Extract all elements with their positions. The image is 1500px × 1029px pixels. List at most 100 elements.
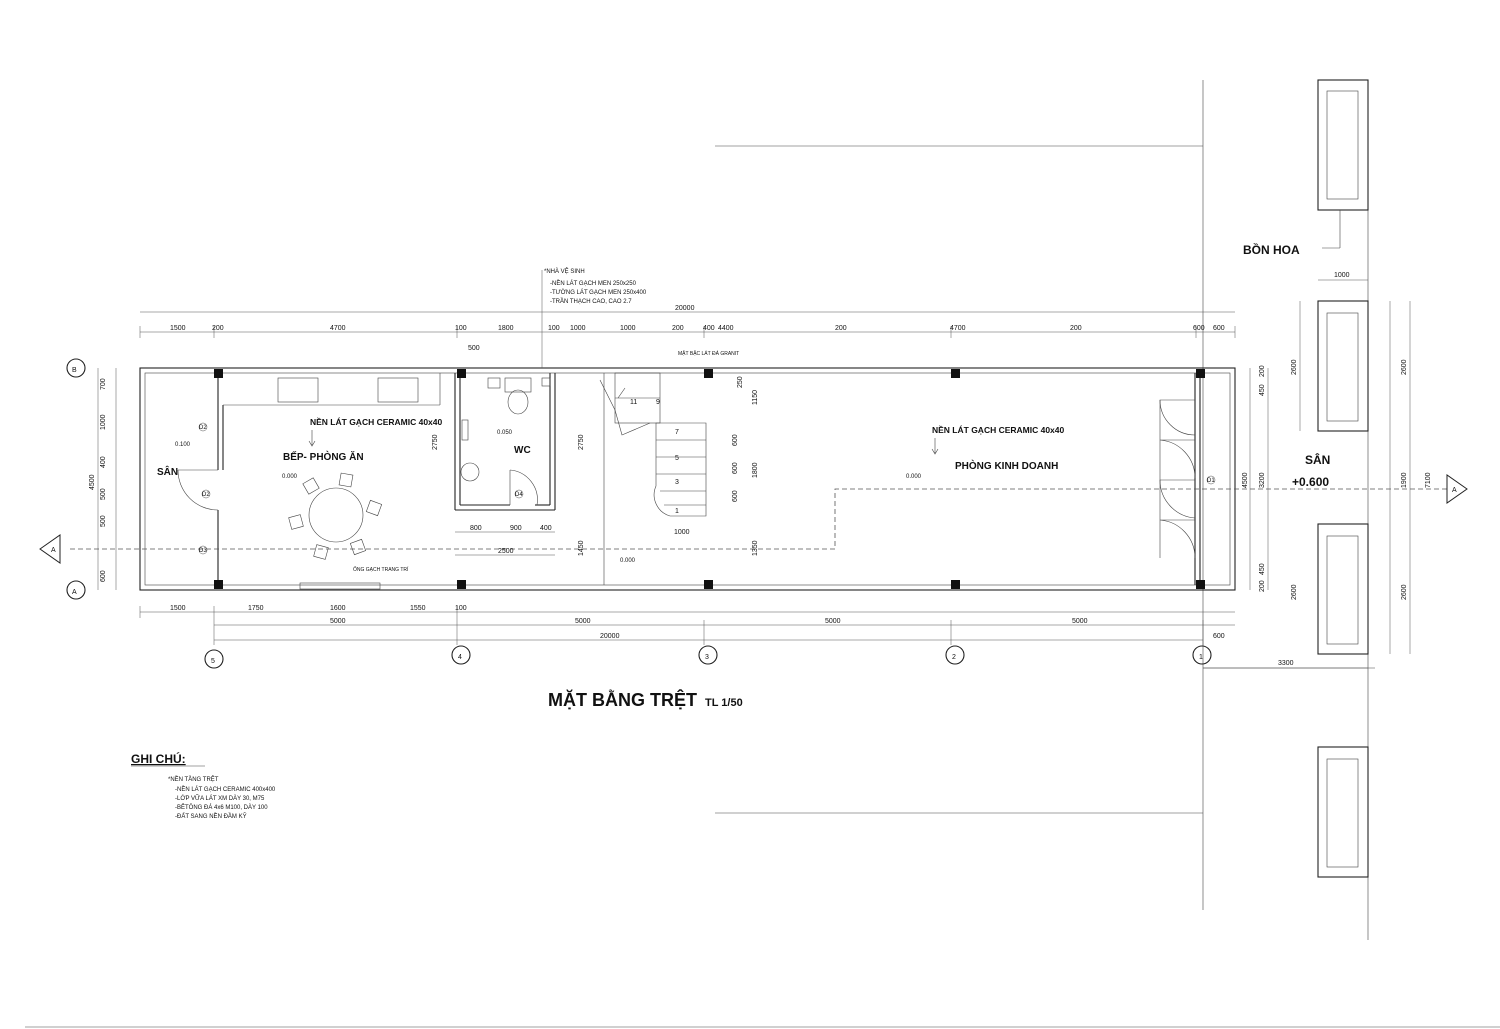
level-stair: 0.000 xyxy=(620,558,636,564)
dim-planter-h1: 2600 xyxy=(1291,359,1298,375)
dim-planter-w: 1000 xyxy=(1334,272,1350,279)
level-wc: 0.050 xyxy=(497,430,513,436)
dim-int-2: 2750 xyxy=(578,434,585,450)
stair-number: 5 xyxy=(675,455,679,462)
dim-top-4: 100 xyxy=(455,325,467,332)
dim-span-3: 5000 xyxy=(825,618,841,625)
section-line xyxy=(70,488,1450,550)
dim-bottom-1: 1500 xyxy=(170,605,186,612)
stair-number: 1 xyxy=(675,508,679,515)
drawing-scale: TL 1/50 xyxy=(705,697,743,709)
dim-stair-1: 1150 xyxy=(752,390,759,405)
dim-top-7: 1000 xyxy=(570,325,586,332)
wc-fixtures xyxy=(460,377,551,482)
dim-span-1: 5000 xyxy=(330,618,346,625)
dim-wc-btotal: 2500 xyxy=(498,548,514,555)
dim-right-total: 4500 xyxy=(1242,472,1249,488)
dim-planter-h5: 2600 xyxy=(1291,584,1298,600)
door-mark: D4 xyxy=(515,492,523,498)
dim-bottom-2: 1750 xyxy=(248,605,264,612)
dim-wc-b1: 800 xyxy=(470,525,482,532)
door-mark: D1 xyxy=(1207,478,1215,484)
wc-note-heading: *NHÀ VỆ SINH xyxy=(544,267,585,275)
room-label-kitchen: BẾP- PHÒNG ĂN xyxy=(283,450,364,463)
wc-note-line: -TƯỜNG LÁT GẠCH MEN 250x400 xyxy=(550,289,647,296)
dim-left-4: 500 xyxy=(100,488,107,500)
dim-stair-4: 600 xyxy=(732,462,739,474)
axis-label-1: 1 xyxy=(1199,654,1203,661)
dining-table xyxy=(288,472,383,560)
dim-span-4: 5000 xyxy=(1072,618,1088,625)
dim-left-3: 400 xyxy=(100,456,107,468)
dim-left-2: 1000 xyxy=(100,414,107,430)
arrow-icon xyxy=(931,438,939,455)
notes-heading: GHI CHÚ: xyxy=(131,751,186,766)
floor-label-business: NỀN LÁT GẠCH CERAMIC 40x40 xyxy=(932,425,1065,435)
notes-line: -LỚP VỮA LÁT XM DÀY 30, M75 xyxy=(175,795,265,802)
dim-left-5: 500 xyxy=(100,515,107,527)
dim-right-4: 450 xyxy=(1259,563,1266,575)
vent-note: ỐNG GẠCH TRANG TRÍ xyxy=(353,566,409,573)
dim-top-5: 1800 xyxy=(498,325,514,332)
dim-wc-b3: 400 xyxy=(540,525,552,532)
site-lines xyxy=(715,80,1375,940)
wc-note-line: -NỀN LÁT GẠCH MEN 250x250 xyxy=(550,280,637,287)
door-mark: D3 xyxy=(199,548,207,554)
dim-top-14: 200 xyxy=(1070,325,1082,332)
dimension-lines xyxy=(97,279,1411,669)
dim-top-12: 200 xyxy=(835,325,847,332)
columns xyxy=(214,369,1205,589)
dim-top-8: 1000 xyxy=(620,325,636,332)
stair-number: 7 xyxy=(675,429,679,436)
dim-stair-total: 1800 xyxy=(752,462,759,478)
axis-label-a: A xyxy=(72,589,77,596)
axis-label-4: 4 xyxy=(458,654,462,661)
section-label-right: A xyxy=(1452,487,1457,494)
drawing-title: MẶT BẰNG TRỆT xyxy=(548,689,697,710)
dim-planter-offset: 3300 xyxy=(1278,660,1294,667)
dim-wc-small: 500 xyxy=(468,345,480,352)
notes-subheading: *NỀN TẦNG TRỆT xyxy=(168,775,219,783)
notes-line: -BÊTÔNG ĐÁ 4x6 M100, DÀY 100 xyxy=(175,803,268,811)
dim-top-6: 100 xyxy=(548,325,560,332)
dim-top-16: 600 xyxy=(1213,325,1225,332)
dim-int-1: 2750 xyxy=(432,434,439,450)
dim-top-9: 200 xyxy=(672,325,684,332)
notes-line: -NỀN LÁT GẠCH CERAMIC 400x400 xyxy=(175,786,276,793)
room-label-san-right: SÂN xyxy=(1305,452,1330,467)
axis-label-5: 5 xyxy=(211,658,215,665)
dim-planter-h4: 2600 xyxy=(1401,584,1408,600)
dim-top-2: 200 xyxy=(212,325,224,332)
dim-planter-h2: 2600 xyxy=(1401,359,1408,375)
door-mark: D2 xyxy=(199,425,207,431)
dim-stair-w: 1000 xyxy=(674,529,690,536)
axis-label-2: 2 xyxy=(952,654,956,661)
room-level-san-right: +0.600 xyxy=(1292,475,1329,489)
dim-right-3: 3200 xyxy=(1259,472,1266,488)
dim-int-3: 1450 xyxy=(578,540,585,556)
dim-top-11: 4400 xyxy=(718,325,734,332)
level-business: 0.000 xyxy=(906,474,922,480)
level-kitchen: 0.000 xyxy=(282,474,298,480)
dim-top-1: 1500 xyxy=(170,325,186,332)
doors xyxy=(177,399,1196,559)
planters xyxy=(1317,79,1369,878)
dim-right-2: 450 xyxy=(1259,384,1266,396)
room-label-wc: WC xyxy=(514,445,531,456)
dim-right-5: 200 xyxy=(1259,580,1266,592)
arrow-icon xyxy=(308,430,316,447)
dim-span-2: 5000 xyxy=(575,618,591,625)
dim-bottom-5: 100 xyxy=(455,605,467,612)
dim-total-bottom: 20000 xyxy=(600,633,620,640)
dim-top-13: 4700 xyxy=(950,325,966,332)
dim-planter-total: 7100 xyxy=(1425,472,1432,488)
section-label-left: A xyxy=(51,547,56,554)
dim-int-4: 1350 xyxy=(752,540,759,556)
dim-stair-3: 600 xyxy=(732,434,739,446)
dim-top-10: 400 xyxy=(703,325,715,332)
room-label-san-left: SÂN xyxy=(157,465,178,478)
dim-offset-right: 600 xyxy=(1213,633,1225,640)
dim-left-total: 4500 xyxy=(89,474,96,490)
dim-top-3: 4700 xyxy=(330,325,346,332)
dim-right-1: 200 xyxy=(1259,365,1266,377)
